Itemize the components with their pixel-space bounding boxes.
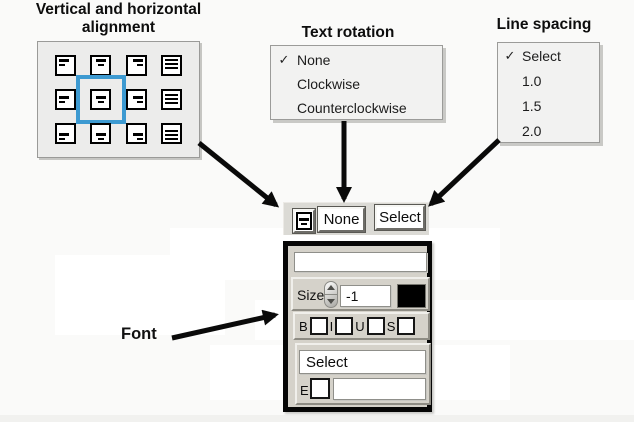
menu-item-label: 1.5 bbox=[522, 97, 542, 114]
size-spinner[interactable] bbox=[324, 281, 338, 308]
align-top-right-icon bbox=[125, 54, 147, 76]
align-middle-center-icon bbox=[90, 88, 112, 110]
enable-checkbox[interactable] bbox=[310, 378, 330, 399]
align-bottom-justify-icon bbox=[160, 123, 182, 145]
spacing-section-title: Line spacing bbox=[496, 16, 592, 33]
align-middle-left-icon bbox=[55, 88, 77, 110]
style-row: B I U S bbox=[293, 312, 430, 340]
background-artifact bbox=[0, 415, 634, 422]
menu-item-counterclockwise[interactable]: Counterclockwise bbox=[271, 96, 442, 120]
background-artifact bbox=[55, 255, 225, 335]
align-option-bottom-left[interactable] bbox=[48, 117, 83, 151]
menu-item-none[interactable]: ✓ None bbox=[271, 48, 442, 72]
align-top-left-icon bbox=[55, 54, 77, 76]
menu-item-2-0[interactable]: 2.0 bbox=[498, 118, 599, 143]
enable-input[interactable] bbox=[333, 378, 426, 400]
align-option-bottom-right[interactable] bbox=[119, 117, 154, 151]
menu-item-label: 1.0 bbox=[522, 72, 542, 89]
menu-item-1-0[interactable]: 1.0 bbox=[498, 68, 599, 93]
align-middle-right-icon bbox=[125, 88, 147, 110]
align-option-top-right[interactable] bbox=[119, 48, 154, 82]
menu-item-label: 2.0 bbox=[522, 122, 542, 139]
alignment-section-title: Vertical and horizontal alignment bbox=[35, 1, 202, 36]
italic-label: I bbox=[329, 318, 334, 334]
arrow-alignment bbox=[197, 141, 280, 208]
size-input[interactable]: -1 bbox=[340, 285, 391, 307]
font-callout-label: Font bbox=[121, 325, 157, 343]
font-name-dropdown[interactable]: Select bbox=[299, 350, 426, 374]
rotation-section-title: Text rotation bbox=[301, 24, 395, 41]
alignment-grid bbox=[37, 41, 200, 158]
align-middle-justify-icon bbox=[160, 88, 182, 110]
size-row: Size -1 bbox=[291, 277, 430, 311]
font-select-group: Select E bbox=[295, 343, 431, 405]
rotation-menu: ✓ None Clockwise Counterclockwise bbox=[270, 45, 443, 120]
align-option-bottom-justify[interactable] bbox=[154, 117, 189, 151]
align-bottom-left-icon bbox=[55, 123, 77, 145]
align-option-middle-right[interactable] bbox=[119, 82, 154, 116]
rotation-dropdown-button[interactable]: None bbox=[317, 206, 366, 233]
alignment-icon bbox=[296, 212, 312, 230]
align-option-bottom-center[interactable] bbox=[83, 117, 118, 151]
enable-label: E bbox=[300, 383, 309, 398]
align-option-top-left[interactable] bbox=[48, 48, 83, 82]
italic-checkbox[interactable] bbox=[335, 317, 354, 335]
bold-label: B bbox=[299, 318, 308, 334]
align-option-top-center[interactable] bbox=[83, 48, 118, 82]
menu-item-label: Clockwise bbox=[297, 76, 361, 92]
spinner-down-icon[interactable] bbox=[327, 299, 335, 304]
align-option-top-justify[interactable] bbox=[154, 48, 189, 82]
spinner-up-icon[interactable] bbox=[327, 285, 335, 290]
alignment-button[interactable] bbox=[292, 208, 316, 234]
strikeout-label: S bbox=[386, 318, 396, 334]
menu-item-1-5[interactable]: 1.5 bbox=[498, 93, 599, 118]
menu-item-select[interactable]: ✓ Select bbox=[498, 43, 599, 68]
strikeout-checkbox[interactable] bbox=[397, 317, 416, 335]
align-option-middle-center[interactable] bbox=[76, 75, 126, 124]
align-option-middle-left[interactable] bbox=[48, 82, 83, 116]
check-icon: ✓ bbox=[504, 47, 516, 63]
underline-checkbox[interactable] bbox=[366, 317, 385, 335]
underline-label: U bbox=[355, 318, 365, 334]
align-top-center-icon bbox=[90, 54, 112, 76]
font-panel: Size -1 B I U S Select E bbox=[283, 241, 432, 412]
arrow-spacing bbox=[428, 138, 501, 207]
align-bottom-center-icon bbox=[90, 123, 112, 145]
format-toolbar: None Select bbox=[283, 202, 429, 235]
size-label: Size bbox=[297, 287, 325, 303]
menu-item-label: None bbox=[297, 52, 331, 68]
align-option-middle-justify[interactable] bbox=[154, 82, 189, 116]
check-icon: ✓ bbox=[278, 52, 290, 67]
menu-item-label: Counterclockwise bbox=[297, 100, 407, 116]
font-text-input[interactable] bbox=[294, 252, 427, 272]
spacing-dropdown-button[interactable]: Select bbox=[374, 204, 426, 231]
menu-item-label: Select bbox=[522, 47, 561, 64]
menu-item-clockwise[interactable]: Clockwise bbox=[271, 72, 442, 96]
align-top-justify-icon bbox=[160, 54, 182, 76]
spacing-menu: ✓ Select 1.0 1.5 2.0 bbox=[497, 42, 600, 143]
bold-checkbox[interactable] bbox=[309, 317, 328, 335]
color-swatch[interactable] bbox=[397, 284, 426, 308]
align-bottom-right-icon bbox=[125, 123, 147, 145]
